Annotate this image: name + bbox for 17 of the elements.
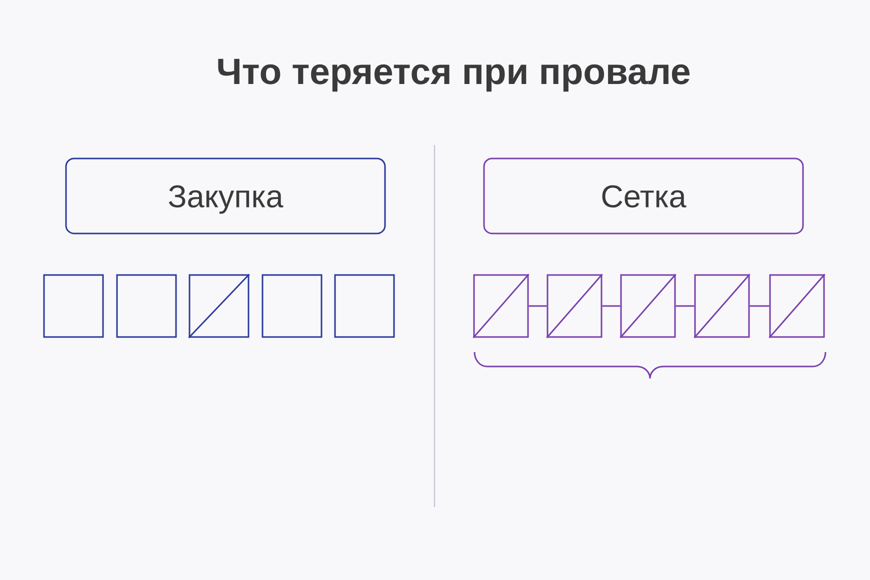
title: Что теряется при провале bbox=[218, 58, 690, 92]
connector-line bbox=[602, 305, 620, 307]
slashed-square bbox=[694, 274, 750, 338]
empty-square bbox=[116, 274, 177, 338]
header-box: Закупка bbox=[65, 158, 386, 234]
slashed-square bbox=[472, 274, 530, 338]
connector-line bbox=[528, 305, 547, 307]
slashed-square bbox=[768, 274, 826, 338]
header-box: Сетка bbox=[483, 158, 804, 234]
empty-square bbox=[334, 274, 395, 338]
slashed-square bbox=[620, 274, 676, 338]
slashed-square bbox=[546, 274, 603, 338]
empty-square bbox=[262, 274, 322, 338]
connector-line bbox=[750, 305, 770, 307]
slashed-square bbox=[188, 274, 250, 338]
empty-square bbox=[43, 274, 104, 338]
connector-line bbox=[676, 305, 694, 307]
